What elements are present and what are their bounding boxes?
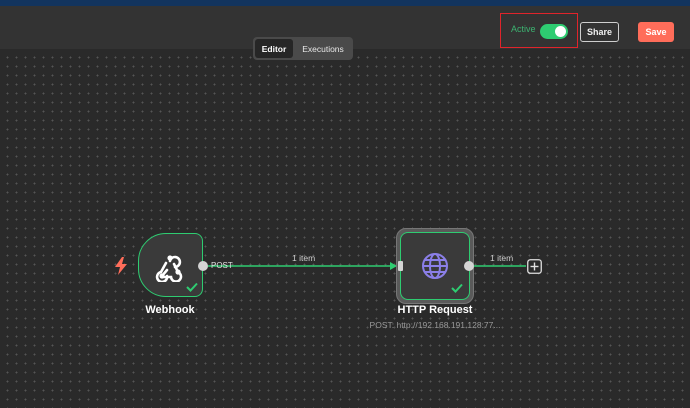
http-output-handle[interactable] [464, 261, 474, 271]
share-button[interactable]: Share [580, 22, 619, 42]
tab-executions[interactable]: Executions [302, 43, 344, 54]
add-node-icon[interactable] [527, 259, 542, 274]
http-output-item-count: 1 item [490, 253, 514, 263]
lightning-bolt-icon [115, 257, 127, 275]
connection-arrowhead [390, 262, 397, 270]
node-title-http-request: HTTP Request [397, 304, 473, 316]
globe-icon [422, 253, 448, 279]
webhook-output-label: POST [211, 261, 233, 270]
node-subtitle-http-request: POST: http://192.168.191.128:77... [369, 320, 501, 330]
active-toggle[interactable] [540, 24, 568, 39]
toggle-knob [555, 26, 566, 37]
node-title-webhook: Webhook [145, 304, 195, 316]
active-highlight-box: Active [500, 13, 578, 48]
success-check-icon [451, 283, 463, 293]
connection-item-count: 1 item [292, 253, 316, 263]
webhook-icon [155, 255, 183, 282]
save-button[interactable]: Save [638, 22, 674, 42]
tab-editor[interactable]: Editor [255, 39, 293, 58]
webhook-output-handle[interactable] [198, 261, 208, 271]
workflow-canvas[interactable] [0, 50, 690, 408]
success-check-icon [186, 282, 198, 292]
node-webhook[interactable] [138, 233, 203, 297]
top-strip [0, 0, 690, 6]
active-label: Active [511, 24, 536, 34]
view-tabs: Editor Executions [253, 37, 353, 60]
http-input-handle[interactable] [398, 261, 403, 271]
